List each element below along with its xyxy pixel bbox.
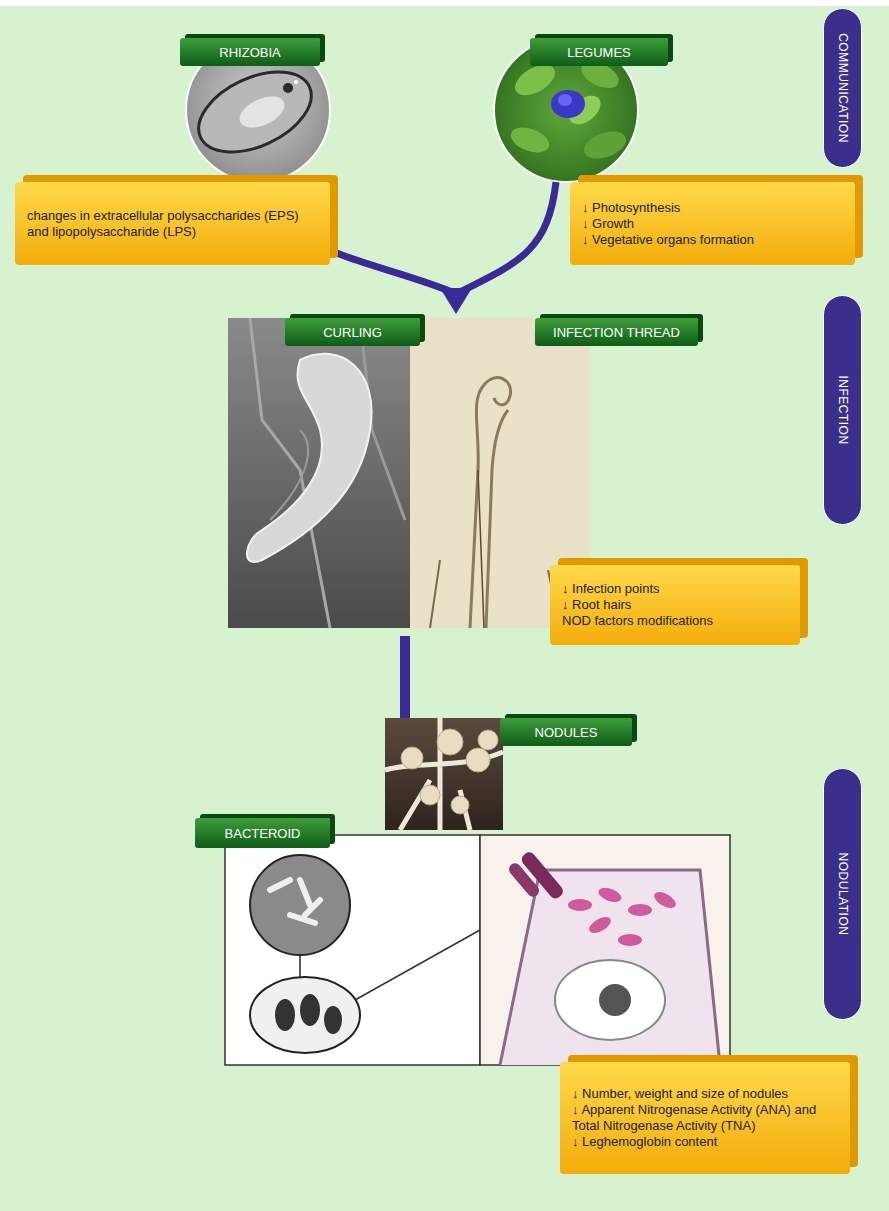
effect-text: ↓ Number, weight and size of nodules [572, 1086, 838, 1102]
header-label: NODULES [535, 725, 598, 740]
header-box: LEGUMES [530, 38, 668, 66]
effect-text: ↓ Infection points [562, 581, 788, 597]
header-box: CURLING [285, 318, 420, 346]
header-label: INFECTION THREAD [553, 325, 680, 340]
stage-label: INFECTION [836, 375, 850, 444]
effect-text: ↓ Apparent Nitrogenase Activity (ANA) an… [572, 1102, 838, 1134]
effect-box: ↓ Photosynthesis↓ Growth↓ Vegetative org… [570, 182, 855, 265]
header-box: BACTEROID [195, 818, 330, 848]
effect-box: ↓ Infection points↓ Root hairsNOD factor… [550, 565, 800, 645]
effect-text: ↓ Vegetative organs formation [582, 232, 843, 248]
effect-text: NOD factors modifications [562, 613, 788, 629]
effect-box: ↓ Number, weight and size of nodules↓ Ap… [560, 1062, 850, 1174]
header-label: BACTEROID [225, 826, 301, 841]
header-box: INFECTION THREAD [535, 318, 698, 346]
header-box: RHIZOBIA [180, 38, 320, 66]
stage-pill: INFECTION [823, 295, 862, 525]
stage-pill: NODULATION [823, 768, 862, 1020]
stage-label: COMMUNICATION [836, 33, 850, 143]
stage-pill: COMMUNICATION [823, 8, 862, 168]
effect-box: changes in extracellular polysaccharides… [15, 182, 330, 265]
header-label: RHIZOBIA [219, 45, 280, 60]
effect-text: ↓ Photosynthesis [582, 200, 843, 216]
effect-text: changes in extracellular polysaccharides… [27, 208, 318, 240]
header-box: NODULES [500, 718, 632, 746]
stage-label: NODULATION [836, 853, 850, 936]
effect-text: ↓ Leghemoglobin content [572, 1134, 838, 1150]
header-label: LEGUMES [567, 45, 631, 60]
effect-text: ↓ Root hairs [562, 597, 788, 613]
header-label: CURLING [323, 325, 382, 340]
effect-text: ↓ Growth [582, 216, 843, 232]
